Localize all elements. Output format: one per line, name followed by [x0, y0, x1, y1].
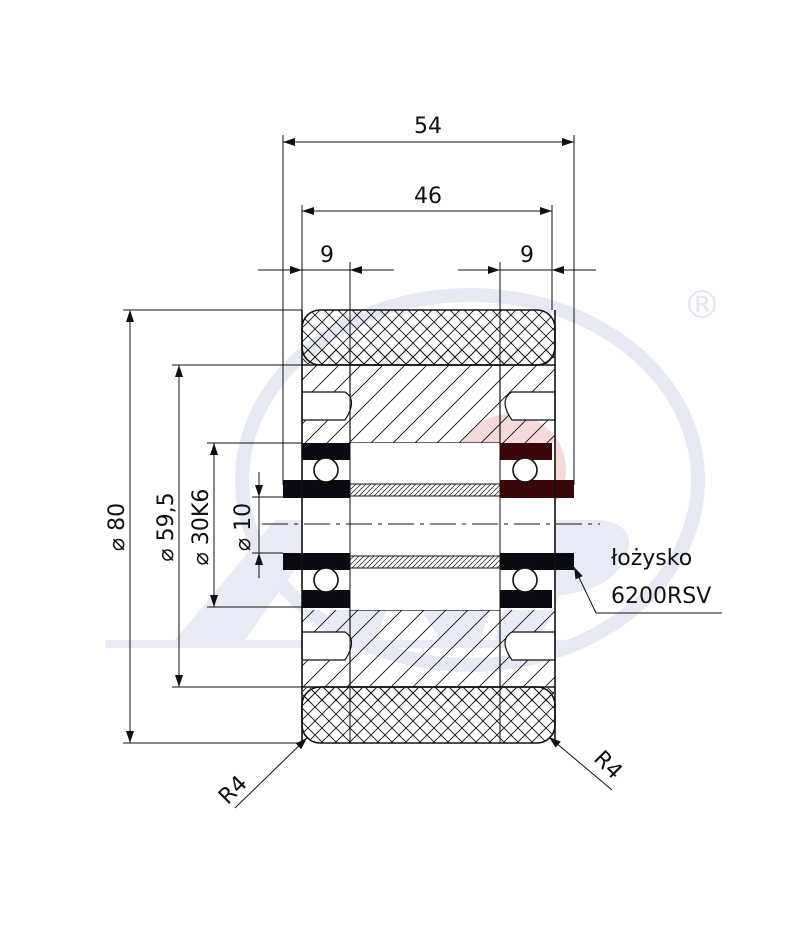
left-bearing-lower	[283, 553, 350, 608]
diameter-dimensions: ⌀ 80 ⌀ 59,5 ⌀ 30K6 ⌀ 10	[105, 309, 302, 744]
wheel-section	[262, 309, 600, 744]
dim-diameter-bearing: ⌀ 30K6	[189, 489, 214, 566]
registered-mark: ®	[683, 283, 721, 327]
bearing-annotation: łożysko 6200RSV	[573, 546, 722, 614]
radius-right-label: R4	[588, 746, 626, 784]
dim-diameter-hub: ⌀ 59,5	[154, 492, 179, 561]
horizontal-dimensions: 54 46 9 9	[258, 114, 596, 485]
dim-diameter-bore: ⌀ 10	[231, 503, 256, 551]
bearing-label-line2: 6200RSV	[611, 584, 711, 609]
dim-overall-width: 54	[414, 114, 442, 139]
dim-right-bearing-width: 9	[520, 243, 534, 268]
dim-inner-width: 46	[414, 184, 442, 209]
bearing-label-line1: łożysko	[611, 546, 692, 571]
left-bearing-upper	[283, 443, 350, 498]
radius-left-label: R4	[214, 771, 252, 809]
dim-diameter-outer: ⌀ 80	[105, 503, 130, 551]
dim-left-bearing-width: 9	[320, 243, 334, 268]
radius-callouts: R4 R4	[214, 736, 627, 810]
